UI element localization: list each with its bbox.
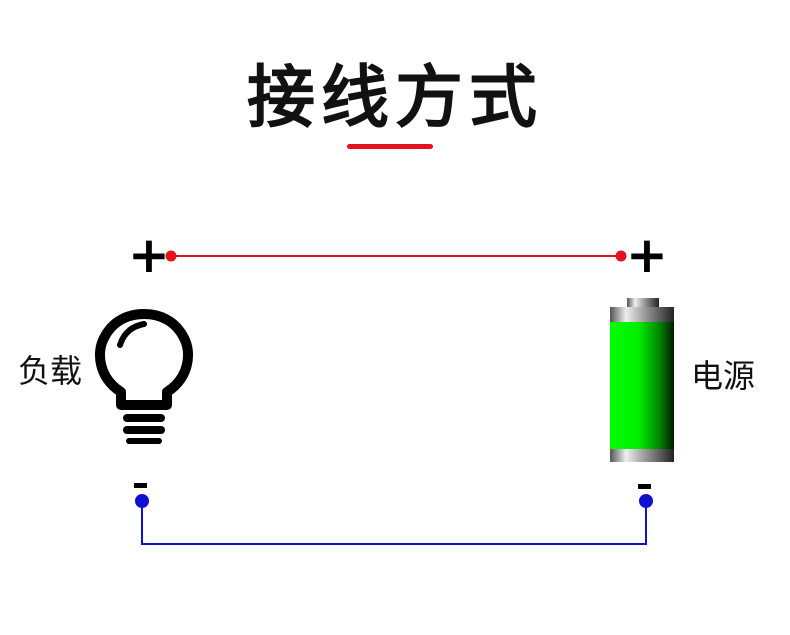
- load-positive-terminal: [165, 250, 177, 262]
- load-label: 负载: [18, 352, 83, 390]
- light-bulb-icon: [94, 309, 194, 444]
- power-positive-terminal: [615, 250, 627, 262]
- diagram-title: 接线方式: [246, 59, 543, 138]
- power-negative-terminal: [639, 494, 653, 508]
- power-positive-sign: +: [626, 226, 668, 284]
- load-negative-terminal: [135, 494, 149, 508]
- power-label: 电源: [691, 357, 756, 395]
- battery-icon: [610, 298, 674, 462]
- load-negative-sign: [134, 483, 147, 488]
- power-negative-sign: [638, 484, 651, 489]
- title-underline: [347, 144, 433, 149]
- negative-wire: [141, 501, 647, 545]
- load-positive-sign: +: [128, 226, 170, 284]
